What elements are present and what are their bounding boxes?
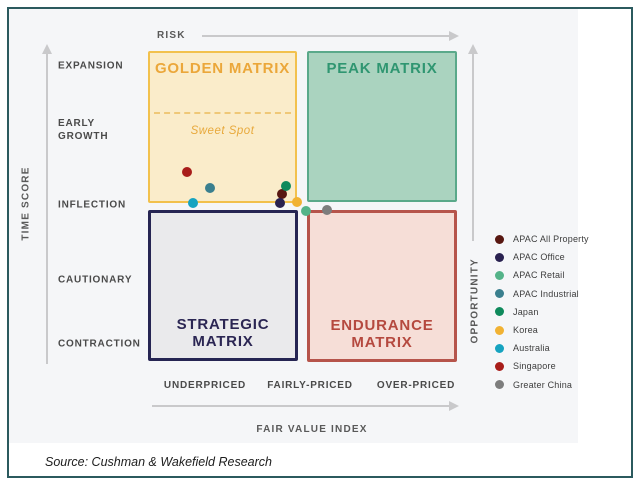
golden-matrix-title: GOLDEN MATRIX xyxy=(154,60,291,77)
x-tick-label: FAIRLY-PRICED xyxy=(267,380,353,391)
data-point-japan xyxy=(281,181,291,191)
risk-arrow-icon xyxy=(202,31,459,41)
legend-dot-icon xyxy=(495,307,504,317)
fair-value-arrow-icon xyxy=(152,401,459,411)
data-point-australia xyxy=(188,198,198,208)
x-tick-label: OVER-PRICED xyxy=(376,380,456,391)
time-score-axis-label: TIME SCORE xyxy=(20,166,32,241)
legend-label: APAC Industrial xyxy=(513,288,579,299)
endurance-matrix-quadrant: ENDURANCE MATRIX xyxy=(307,210,457,362)
y-tick-label: CAUTIONARY xyxy=(58,274,133,286)
legend-dot-icon xyxy=(495,234,504,244)
time-score-arrow-icon xyxy=(42,44,52,364)
legend-item-korea: Korea xyxy=(495,325,538,335)
legend-label: Greater China xyxy=(513,379,573,390)
legend-dot-icon xyxy=(495,380,504,390)
data-point-greater-china xyxy=(322,205,332,215)
legend-dot-icon xyxy=(495,361,504,371)
legend-item-japan: Japan xyxy=(495,307,539,317)
legend-item-apac-retail: APAC Retail xyxy=(495,270,565,280)
legend-item-apac-office: APAC Office xyxy=(495,252,565,262)
legend-label: APAC Office xyxy=(513,252,565,263)
legend-dot-icon xyxy=(495,270,504,280)
data-point-singapore xyxy=(182,167,192,177)
data-point-apac-all-property xyxy=(277,189,287,199)
strategic-matrix-title: STRATEGIC MATRIX xyxy=(176,316,270,350)
legend-dot-icon xyxy=(495,325,504,335)
legend-item-greater-china: Greater China xyxy=(495,380,572,390)
x-tick-label: UNDERPRICED xyxy=(163,380,247,391)
data-point-apac-retail xyxy=(301,206,311,216)
legend-label: APAC All Property xyxy=(513,234,589,244)
peak-matrix-title: PEAK MATRIX xyxy=(326,60,438,77)
strategic-matrix-quadrant: STRATEGIC MATRIX xyxy=(148,210,298,361)
legend-dot-icon xyxy=(495,343,504,353)
legend-label: Korea xyxy=(513,325,539,335)
opportunity-axis-label: OPPORTUNITY xyxy=(469,258,481,344)
peak-matrix-quadrant: PEAK MATRIX xyxy=(307,51,457,202)
legend-item-singapore: Singapore xyxy=(495,361,556,371)
legend-label: Japan xyxy=(513,306,539,317)
source-text: Source: Cushman & Wakefield Research xyxy=(45,455,272,469)
data-point-apac-office xyxy=(275,198,285,208)
risk-axis-label: RISK xyxy=(157,30,186,41)
legend-item-australia: Australia xyxy=(495,343,550,353)
chart-frame: RISK TIME SCORE EXPANSION EARLY GROWTH INF… xyxy=(7,7,633,478)
endurance-matrix-title: ENDURANCE MATRIX xyxy=(330,317,434,351)
legend-label: Australia xyxy=(513,343,550,354)
legend-label: APAC Retail xyxy=(513,270,565,281)
opportunity-arrow-icon xyxy=(468,44,478,241)
legend-item-apac-industrial: APAC Industrial xyxy=(495,289,579,299)
y-tick-label: EARLY GROWTH xyxy=(58,118,109,142)
legend-item-apac-all-property: APAC All Property xyxy=(495,234,589,244)
y-tick-label: EXPANSION xyxy=(58,60,124,72)
legend-label: Singapore xyxy=(513,361,556,372)
legend-dot-icon xyxy=(495,252,504,262)
golden-matrix-quadrant: GOLDEN MATRIX Sweet Spot xyxy=(148,51,297,203)
sweet-spot-dashed-line xyxy=(154,112,291,114)
sweet-spot-annotation: Sweet Spot xyxy=(190,125,255,137)
y-tick-label: INFLECTION xyxy=(58,199,126,211)
legend-dot-icon xyxy=(495,289,504,299)
y-tick-label: CONTRACTION xyxy=(58,338,141,350)
fair-value-axis-label: FAIR VALUE INDEX xyxy=(256,424,368,435)
data-point-korea xyxy=(292,197,302,207)
data-point-apac-industrial xyxy=(205,183,215,193)
